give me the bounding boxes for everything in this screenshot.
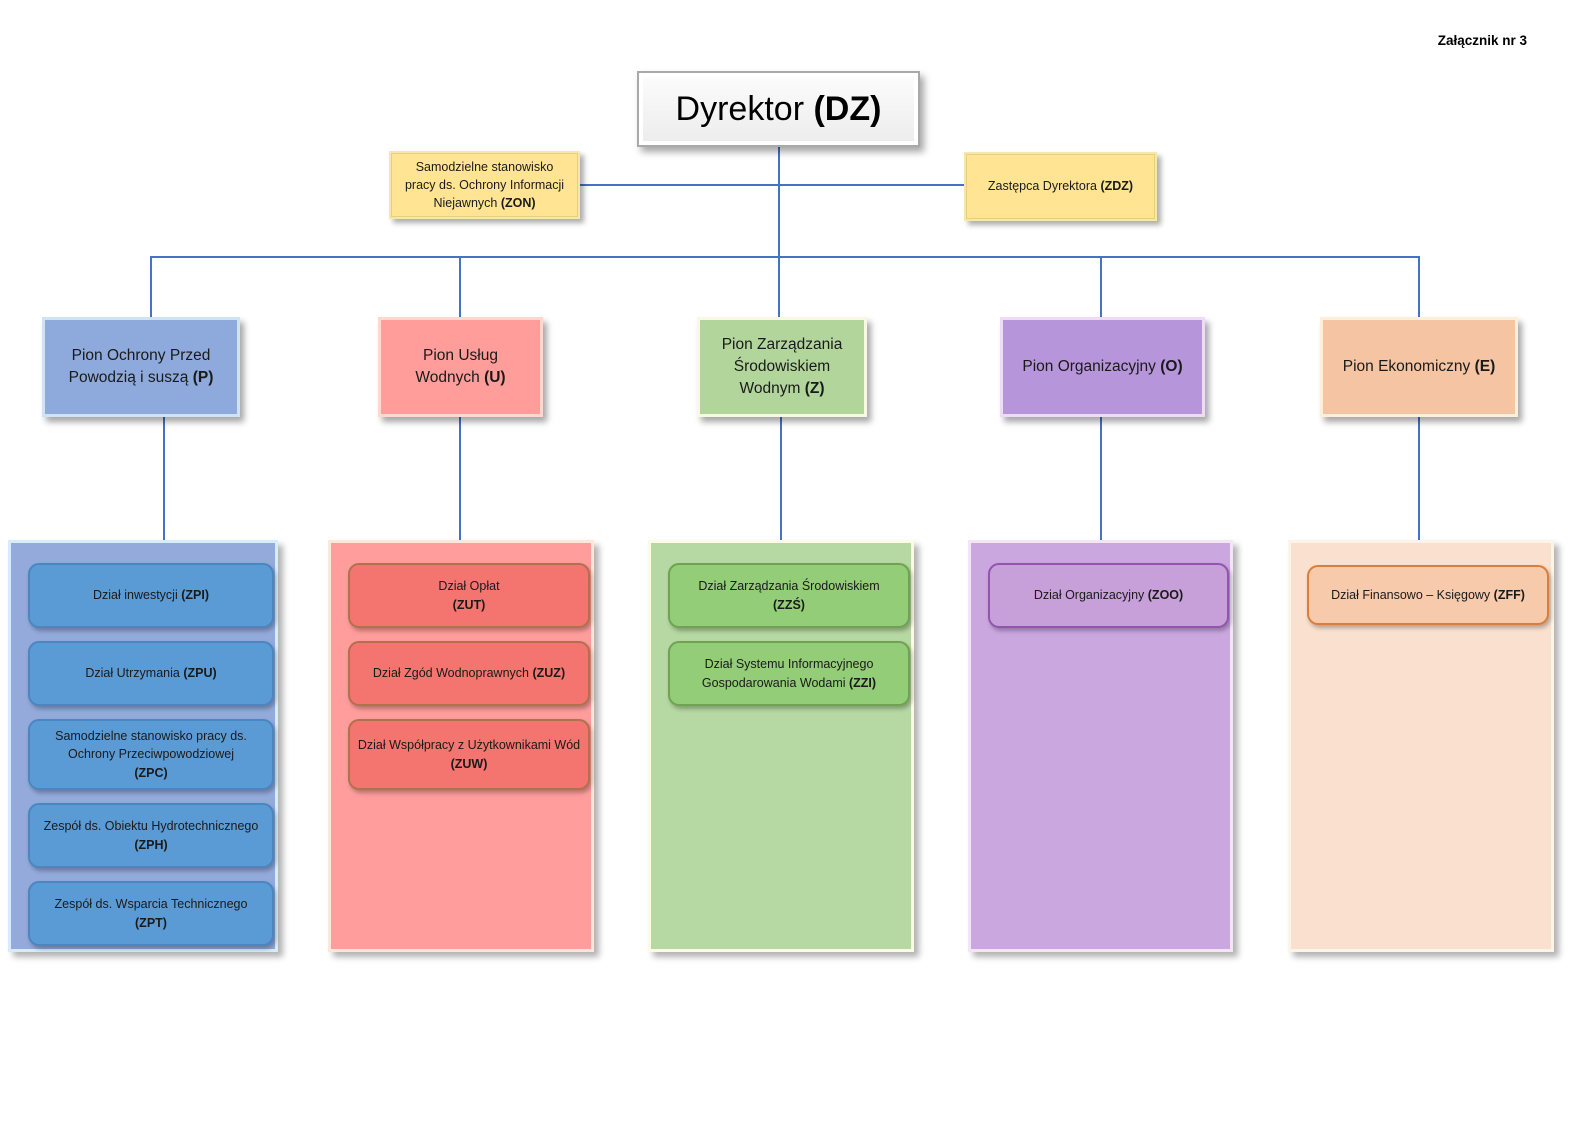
connector-main-horizontal [150,256,1420,258]
division-e-header: Pion Ekonomiczny (E) [1320,317,1518,417]
division-e-title: Pion Ekonomiczny (E) [1342,358,1496,376]
unit-zph-label: Zespół ds. Obiektu Hydrotechnicznego (ZP… [43,819,259,852]
attachment-label: Załącznik nr 3 [1437,33,1527,48]
unit-zpi-label: Dział inwestycji (ZPI) [92,588,209,603]
unit-zff-box: Dział Finansowo – Księgowy (ZFF) [1307,565,1549,625]
director-label: Dyrektor (DZ) [675,89,882,128]
division-z-header: Pion Zarządzania Środowiskiem Wodnym (Z) [697,317,867,417]
division-z-title: Pion Zarządzania Środowiskiem Wodnym (Z) [721,336,843,397]
connector-division-e-container [1418,417,1420,540]
division-o-header: Pion Organizacyjny (O) [1000,317,1205,417]
classified-info-office-box: Samodzielne stanowisko pracy ds. Ochrony… [389,151,580,219]
connector-drop-division-p [150,256,152,317]
connector-drop-division-u [459,256,461,317]
unit-zpc-label: Samodzielne stanowisko pracy ds. Ochrony… [55,729,247,780]
connector-director-vertical [778,147,780,317]
deputy-director-label: Zastępca Dyrektora (ZDZ) [987,179,1134,194]
division-u-title: Pion Usług Wodnych (U) [415,347,506,386]
unit-zut-box: Dział Opłat(ZUT) [348,563,590,628]
unit-zut-label: Dział Opłat(ZUT) [438,579,500,612]
unit-zph-box: Zespół ds. Obiektu Hydrotechnicznego (ZP… [28,803,274,868]
connector-drop-division-e [1418,256,1420,317]
unit-zoo-label: Dział Organizacyjny (ZOO) [1033,588,1184,603]
division-z-container: Dział Zarządzania Środowiskiem(ZZŚ) Dzia… [648,540,914,952]
division-o-container: Dział Organizacyjny (ZOO) [968,540,1233,952]
division-p-title: Pion Ochrony Przed Powodzią i suszą (P) [68,347,214,386]
classified-info-office-label: Samodzielne stanowisko pracy ds. Ochrony… [404,159,565,211]
unit-zuw-box: Dział Współpracy z Użytkownikami Wód (ZU… [348,719,590,790]
connector-division-p-container [163,417,165,540]
division-u-header: Pion Usług Wodnych (U) [378,317,543,417]
unit-zpu-box: Dział Utrzymania (ZPU) [28,641,274,706]
connector-division-o-container [1100,417,1102,540]
unit-zpt-box: Zespół ds. Wsparcia Technicznego(ZPT) [28,881,274,946]
division-u-container: Dział Opłat(ZUT) Dział Zgód Wodnoprawnyc… [328,540,594,952]
unit-zuz-label: Dział Zgód Wodnoprawnych (ZUZ) [372,666,566,681]
director-box: Dyrektor (DZ) [637,71,920,147]
division-e-container: Dział Finansowo – Księgowy (ZFF) [1288,540,1554,952]
unit-zzs-label: Dział Zarządzania Środowiskiem(ZZŚ) [698,579,880,612]
connector-staff-horizontal [580,184,964,186]
division-p-container: Dział inwestycji (ZPI) Dział Utrzymania … [8,540,278,952]
unit-zpc-box: Samodzielne stanowisko pracy ds. Ochrony… [28,719,274,790]
deputy-director-box: Zastępca Dyrektora (ZDZ) [964,152,1157,221]
connector-drop-division-o [1100,256,1102,317]
division-p-header: Pion Ochrony Przed Powodzią i suszą (P) [42,317,240,417]
unit-zzi-box: Dział Systemu Informacyjnego Gospodarowa… [668,641,910,706]
unit-zff-label: Dział Finansowo – Księgowy (ZFF) [1331,587,1525,602]
unit-zuz-box: Dział Zgód Wodnoprawnych (ZUZ) [348,641,590,706]
unit-zpt-label: Zespół ds. Wsparcia Technicznego(ZPT) [54,897,248,930]
unit-zuw-label: Dział Współpracy z Użytkownikami Wód (ZU… [357,738,581,771]
connector-division-u-container [459,417,461,540]
unit-zzs-box: Dział Zarządzania Środowiskiem(ZZŚ) [668,563,910,628]
division-o-title: Pion Organizacyjny (O) [1022,358,1183,376]
unit-zzi-label: Dział Systemu Informacyjnego Gospodarowa… [701,657,877,690]
unit-zoo-box: Dział Organizacyjny (ZOO) [988,563,1229,628]
unit-zpi-box: Dział inwestycji (ZPI) [28,563,274,628]
connector-division-z-container [780,417,782,540]
unit-zpu-label: Dział Utrzymania (ZPU) [85,666,217,681]
